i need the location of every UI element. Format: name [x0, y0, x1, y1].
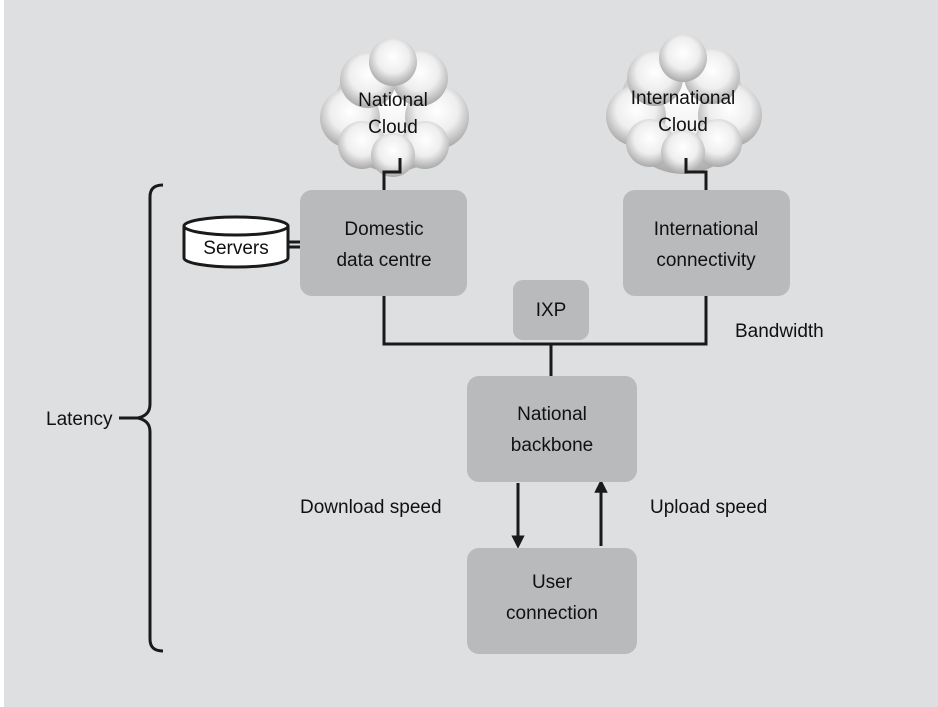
- national-cloud-connector: [382, 158, 402, 190]
- upload-speed-label: Upload speed: [650, 497, 767, 518]
- national-cloud-label-2: Cloud: [368, 117, 418, 138]
- user-label-2: connection: [506, 603, 598, 624]
- user-label-1: User: [532, 572, 573, 593]
- international-connectivity-box: [623, 190, 790, 296]
- international-cloud: International Cloud: [606, 34, 762, 174]
- download-speed-label: Download speed: [300, 497, 442, 518]
- ixp-box: [513, 280, 589, 340]
- domestic-label-2: data centre: [336, 250, 431, 271]
- intl-conn-label-2: connectivity: [656, 250, 756, 271]
- national-cloud: National Cloud: [320, 38, 469, 177]
- bandwidth-label: Bandwidth: [735, 321, 824, 342]
- user-connection-box: [467, 548, 637, 654]
- backbone-label-2: backbone: [511, 435, 593, 456]
- international-cloud-label-2: Cloud: [658, 115, 708, 136]
- servers-cylinder: Servers: [182, 215, 290, 269]
- national-backbone-box: [467, 376, 637, 482]
- national-cloud-label-1: National: [358, 90, 428, 111]
- servers-label: Servers: [203, 238, 268, 259]
- international-cloud-connector: [684, 158, 708, 190]
- intl-conn-label-1: International: [654, 219, 759, 240]
- domestic-data-centre-box: [300, 190, 467, 296]
- ixp-label: IXP: [536, 300, 567, 321]
- international-cloud-label-1: International: [631, 88, 736, 109]
- backbone-bus-line: [382, 296, 708, 346]
- latency-label: Latency: [46, 409, 113, 430]
- latency-bracket: [137, 183, 164, 653]
- backbone-label-1: National: [517, 404, 587, 425]
- domestic-label-1: Domestic: [344, 219, 423, 240]
